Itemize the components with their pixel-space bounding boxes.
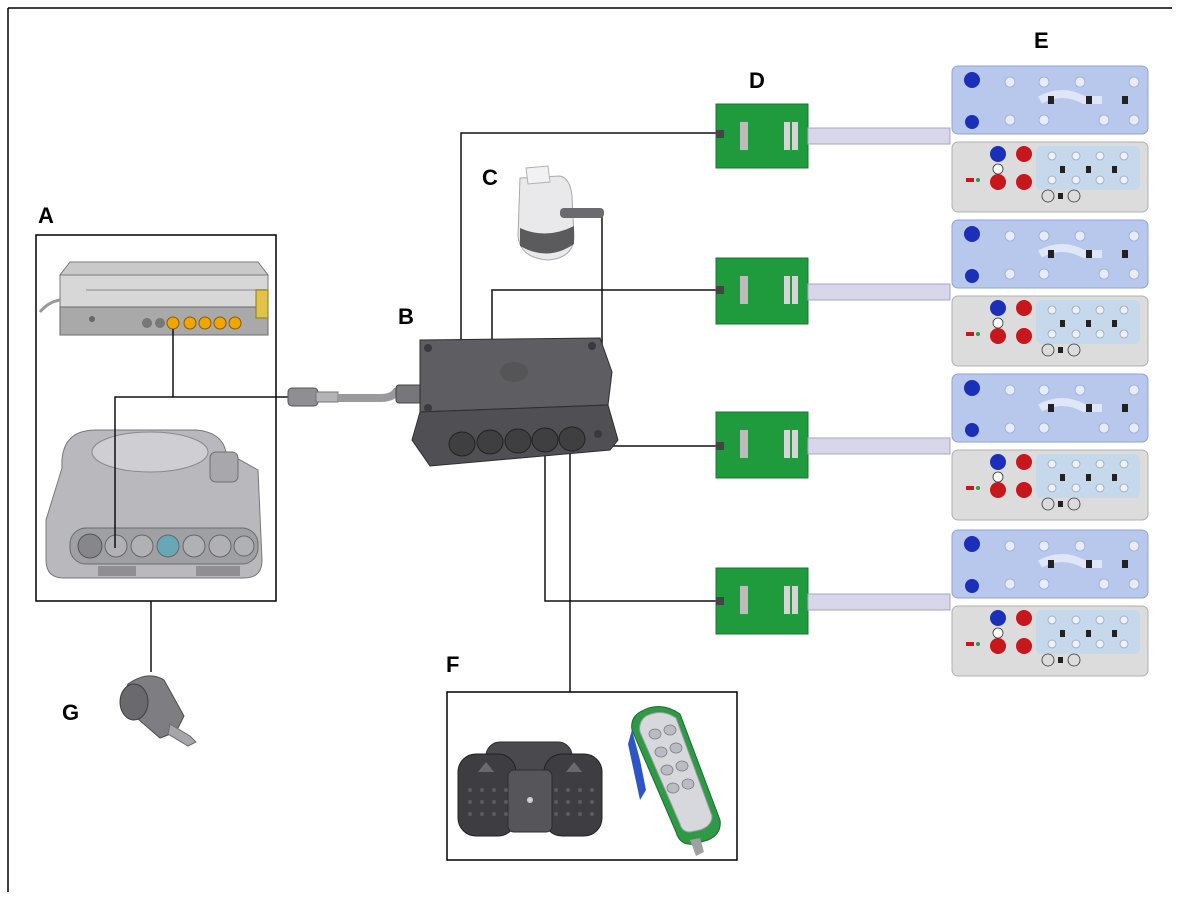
label-g: G: [62, 700, 80, 725]
group-f-box: [446, 691, 738, 861]
control-panel-1: [952, 66, 1148, 212]
circuit-board-1: [715, 103, 951, 169]
circuit-board-4: [715, 567, 951, 635]
control-panel-4: [952, 530, 1148, 676]
battery-housing-icon: [45, 429, 263, 579]
label-b: B: [398, 304, 414, 329]
hand-control-icon: [628, 706, 721, 856]
label-e: E: [1034, 28, 1049, 53]
label-a: A: [38, 203, 54, 228]
label-d: D: [749, 68, 765, 93]
wiring-lines: [114, 132, 722, 692]
outer-frame: [7, 7, 1172, 892]
junction-box-icon: [411, 337, 619, 467]
label-c: C: [482, 165, 498, 190]
connector-plug-icon: [119, 675, 197, 747]
circuit-board-3: [715, 411, 951, 479]
circuit-board-2: [715, 257, 951, 325]
group-a-box: [35, 234, 277, 602]
label-f: F: [446, 652, 460, 677]
foot-switch-icon: [457, 741, 603, 837]
sensor-icon: [517, 165, 604, 261]
main-cable-icon: [287, 384, 423, 407]
control-unit-icon: [38, 261, 270, 336]
control-panel-2: [952, 220, 1148, 366]
control-panel-3: [952, 374, 1148, 520]
